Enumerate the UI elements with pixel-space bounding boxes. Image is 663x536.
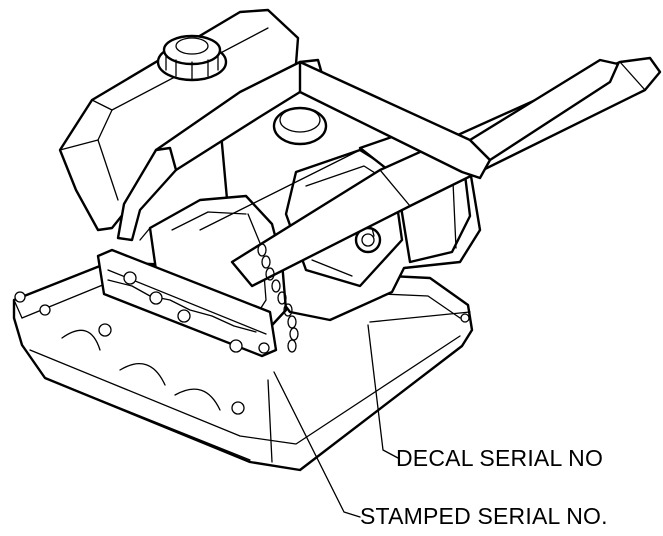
handle-frame — [116, 56, 662, 288]
decal-serial-callout: DECAL SERIAL NO — [396, 445, 604, 471]
decal-leader-line — [367, 324, 399, 459]
stamped-leader-line — [273, 371, 361, 518]
exciter-bracket — [96, 248, 278, 358]
callout-leaders — [273, 324, 399, 518]
stamped-serial-callout: STAMPED SERIAL NO. — [360, 503, 608, 529]
lifting-chain — [257, 243, 299, 353]
fuel-tank — [58, 8, 300, 232]
base-plate — [12, 260, 474, 472]
